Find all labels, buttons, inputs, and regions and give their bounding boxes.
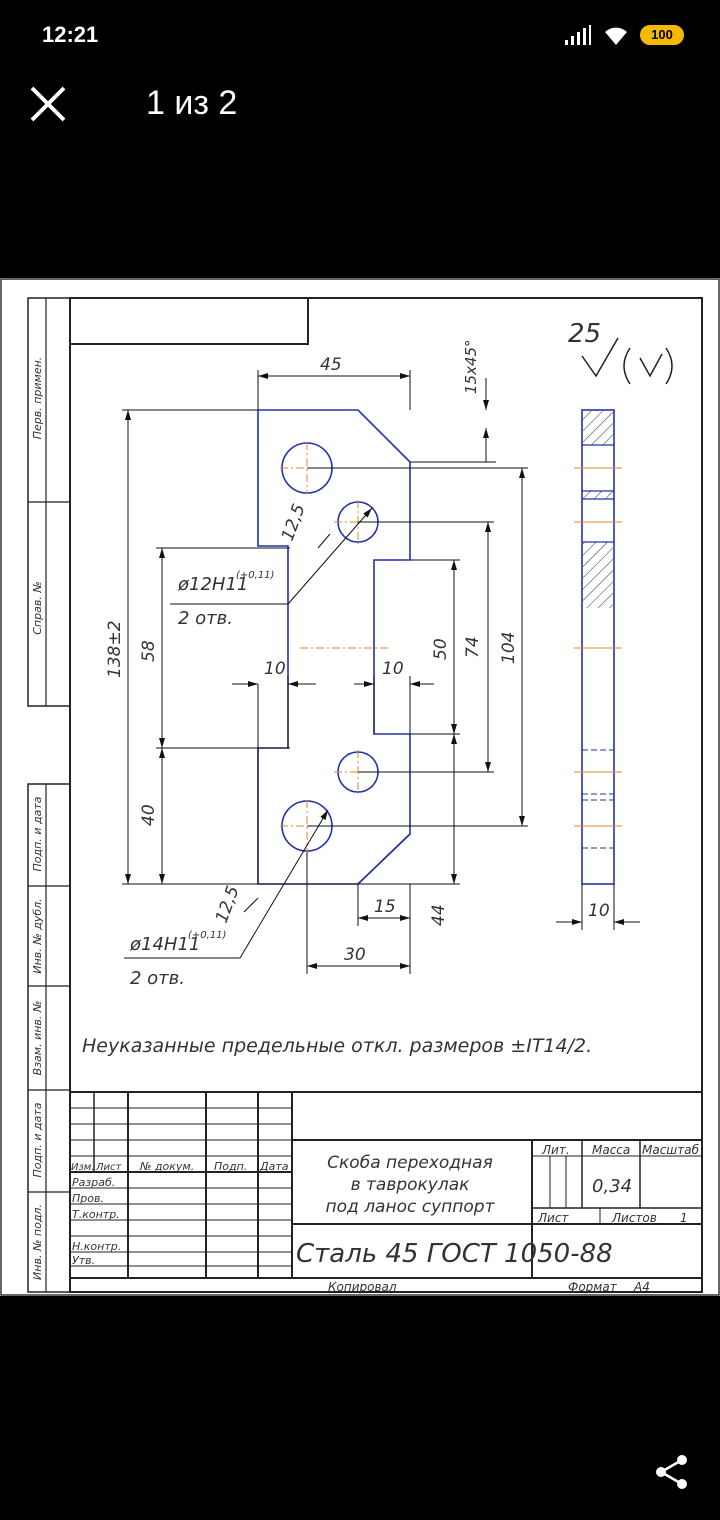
technical-drawing: Перв. примен. Справ. № Подп. и дата Инв.… (0, 278, 720, 1296)
signal-icon (565, 25, 591, 45)
roughness-value: 25 (568, 319, 601, 349)
title-block-text: Изм. Лист № докум. Подп. Дата Разраб. Пр… (71, 1143, 700, 1294)
status-bar: 12:21 100 (0, 0, 720, 70)
hole12-count: 2 отв. (178, 608, 233, 629)
sheet-border (0, 278, 720, 1296)
part-side-view: 10 (556, 409, 640, 930)
dim-15: 15 (374, 897, 396, 917)
col-massa: Масса (592, 1143, 630, 1157)
status-icons: 100 (564, 22, 684, 48)
side-label-6: Инв. № подл. (31, 1204, 44, 1280)
listov-value: 1 (680, 1211, 688, 1225)
side-label-5: Подп. и дата (31, 1102, 44, 1177)
part-name-1: Скоба переходная (327, 1153, 493, 1173)
title-block (70, 1091, 702, 1279)
share-icon[interactable] (652, 1452, 692, 1492)
wifi-icon (605, 27, 627, 45)
dim-10b: 10 (382, 659, 404, 679)
dim-45: 45 (320, 355, 342, 375)
col-list-sheet: Лист (537, 1211, 569, 1225)
side-label-1: Справ. № (31, 581, 44, 635)
col-doc: № докум. (139, 1160, 194, 1173)
hole12-tol: (+0,11) (236, 570, 274, 581)
dim-44: 44 (429, 904, 449, 926)
row-nkontr: Н.контр. (72, 1240, 121, 1253)
kopiroval: Копировал (328, 1280, 397, 1294)
battery-level: 100 (651, 27, 673, 42)
side-label-2: Подп. и дата (31, 796, 44, 871)
status-time: 12:21 (42, 22, 99, 47)
row-utv: Утв. (72, 1254, 95, 1267)
part-main-view (257, 409, 411, 885)
battery-icon: 100 (640, 25, 684, 45)
dim-10a: 10 (264, 659, 286, 679)
image-viewer[interactable]: Перв. примен. Справ. № Подп. и дата Инв.… (0, 278, 720, 1296)
col-podp: Подп. (214, 1160, 247, 1173)
row-tkontr: Т.контр. (72, 1208, 120, 1221)
dim-r125-top: 12,5 (278, 501, 310, 543)
dim-30: 30 (344, 945, 366, 965)
dim-10-side: 10 (588, 901, 610, 921)
material: Сталь 45 ГОСТ 1050-88 (296, 1239, 613, 1269)
dim-chamfer: 15x45° (462, 339, 480, 394)
dim-104: 104 (499, 632, 519, 664)
page-counter: 1 из 2 (146, 84, 238, 122)
general-note: Неуказанные предельные откл. размеров ±I… (82, 1035, 592, 1057)
hole14-label: ø14Н11 (129, 934, 200, 955)
hole14-count: 2 отв. (130, 968, 185, 989)
format-value: А4 (633, 1280, 650, 1294)
dim-138: 138±2 (105, 620, 125, 678)
viewer-top-bar: 1 из 2 (0, 70, 720, 150)
dim-50: 50 (431, 638, 451, 660)
close-icon[interactable] (28, 84, 68, 124)
side-label-4: Взам. инв. № (31, 1001, 44, 1076)
dim-74: 74 (463, 636, 483, 658)
row-prov: Пров. (72, 1192, 104, 1205)
roughness-symbol (581, 337, 619, 378)
dim-40: 40 (139, 804, 159, 826)
dim-58: 58 (139, 640, 159, 662)
col-izm: Изм. (71, 1162, 95, 1173)
row-razrab: Разраб. (72, 1176, 115, 1189)
col-data: Дата (259, 1160, 289, 1173)
dim-r125-bot: 12,5 (212, 883, 244, 925)
part-name-2: в таврокулак (351, 1175, 471, 1195)
format-label: Формат (568, 1280, 618, 1294)
side-stamp-bottom (27, 783, 71, 1293)
side-label-0: Перв. примен. (31, 357, 44, 440)
massa-value: 0,34 (592, 1176, 632, 1197)
col-listov: Листов (611, 1211, 657, 1225)
col-list: Лист (95, 1162, 123, 1173)
side-label-3: Инв. № дубл. (31, 898, 44, 973)
col-lit: Лит. (541, 1143, 570, 1157)
hole14-tol: (+0,11) (188, 930, 226, 941)
hole12-label: ø12Н11 (177, 574, 248, 595)
part-name-3: под ланос суппорт (326, 1197, 496, 1217)
col-masshtab: Масштаб (642, 1143, 700, 1157)
